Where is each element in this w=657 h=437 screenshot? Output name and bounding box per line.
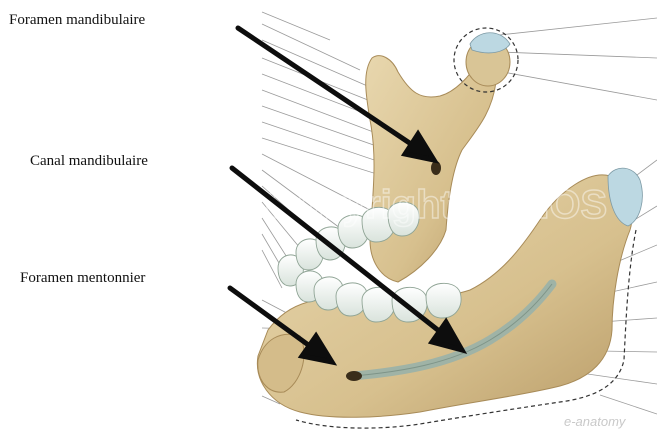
far-condyle-cartilage xyxy=(470,33,510,53)
mandibular-foramen xyxy=(431,161,441,175)
far-ramus xyxy=(366,56,497,282)
mental-foramen xyxy=(346,371,362,381)
corner-brand: e-anatomy xyxy=(564,414,627,429)
watermark: Copyright IMAIOS xyxy=(265,183,607,227)
